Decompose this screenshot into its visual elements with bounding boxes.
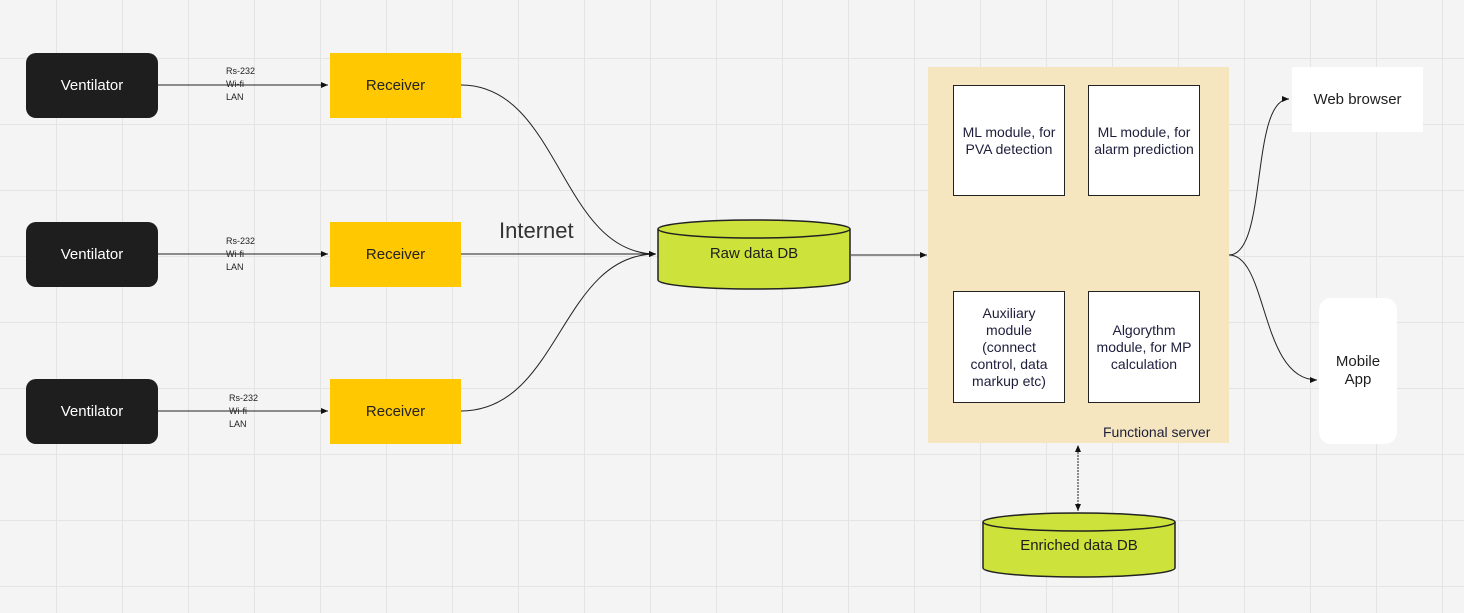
conn-wifi: Wi-fi xyxy=(226,249,244,259)
connection-label-3: Rs-232 Wi-fi LAN xyxy=(229,392,258,431)
raw-db-cylinder xyxy=(657,219,851,290)
link-recv3-db xyxy=(460,251,657,412)
ventilator-node-1: Ventilator xyxy=(26,53,158,118)
connection-label-2: Rs-232 Wi-fi LAN xyxy=(226,235,255,274)
enriched-db-cylinder xyxy=(982,512,1176,578)
ventilator-label: Ventilator xyxy=(60,77,124,94)
link-server-web xyxy=(1228,96,1290,256)
module-auxiliary: Auxiliary module (connect control, data … xyxy=(953,291,1065,403)
receiver-node-2: Receiver xyxy=(330,222,461,287)
conn-rs232: Rs-232 xyxy=(226,66,256,76)
conn-rs232: Rs-232 xyxy=(226,236,256,246)
internet-label: Internet xyxy=(499,218,574,243)
link-server-mobile xyxy=(1228,254,1318,383)
module-label: Auxiliary module (connect control, data … xyxy=(970,304,1048,389)
mobile-app-node: Mobile App xyxy=(1319,298,1397,444)
conn-lan: LAN xyxy=(226,262,244,272)
module-label: ML module, for alarm prediction xyxy=(1094,123,1194,157)
ventilator-node-3: Ventilator xyxy=(26,379,158,444)
raw-db-label: Raw data DB xyxy=(709,245,799,262)
receiver-node-1: Receiver xyxy=(330,53,461,118)
module-ml-pva: ML module, for PVA detection xyxy=(953,85,1065,196)
conn-wifi: Wi-fi xyxy=(226,79,244,89)
mobile-app-label: Mobile App xyxy=(1335,353,1381,388)
web-browser-label: Web browser xyxy=(1313,91,1402,108)
module-label: ML module, for PVA detection xyxy=(962,123,1056,157)
server-label: Functional server xyxy=(1103,424,1211,440)
receiver-node-3: Receiver xyxy=(330,379,461,444)
module-ml-alarm: ML module, for alarm prediction xyxy=(1088,85,1200,196)
connection-label-1: Rs-232 Wi-fi LAN xyxy=(226,65,255,104)
receiver-label: Receiver xyxy=(365,77,426,94)
conn-lan: LAN xyxy=(229,419,247,429)
ventilator-node-2: Ventilator xyxy=(26,222,158,287)
web-browser-node: Web browser xyxy=(1292,67,1423,132)
module-algorithm: Algorythm module, for MP calculation xyxy=(1088,291,1200,403)
conn-lan: LAN xyxy=(226,92,244,102)
enriched-db-label: Enriched data DB xyxy=(1020,537,1138,554)
ventilator-label: Ventilator xyxy=(60,246,124,263)
receiver-label: Receiver xyxy=(365,246,426,263)
link-recv1-db xyxy=(460,84,657,257)
receiver-label: Receiver xyxy=(365,403,426,420)
conn-rs232: Rs-232 xyxy=(229,393,259,403)
module-label: Algorythm module, for MP calculation xyxy=(1096,321,1192,372)
conn-wifi: Wi-fi xyxy=(229,406,247,416)
ventilator-label: Ventilator xyxy=(60,403,124,420)
